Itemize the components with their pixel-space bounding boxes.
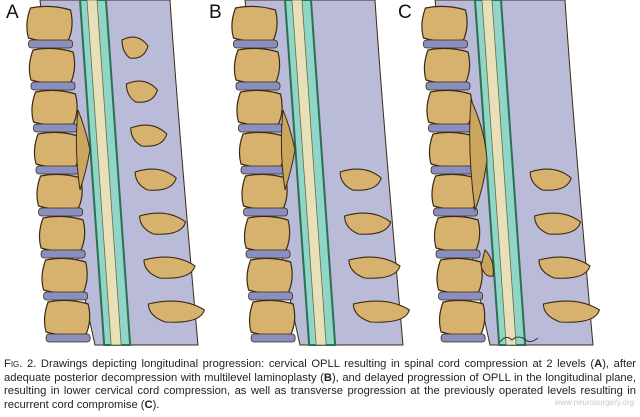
panel-letter-c: C [398, 2, 412, 23]
spine-illustration [26, 0, 601, 346]
panel-letter-a: A [6, 2, 19, 23]
panel-letter-b: B [209, 2, 222, 23]
spine-panel-c [421, 0, 601, 346]
artist-signature [499, 336, 539, 343]
spine-panel-b [231, 0, 411, 346]
figure-label: Fig. 2. [4, 358, 37, 370]
spine-panel-a [26, 0, 206, 346]
caption-text: Drawings depicting longitudinal progress… [4, 358, 637, 411]
watermark: www.neurosurgery.org [554, 398, 634, 407]
figure-caption: Fig. 2. Drawings depicting longitudinal … [4, 358, 636, 412]
